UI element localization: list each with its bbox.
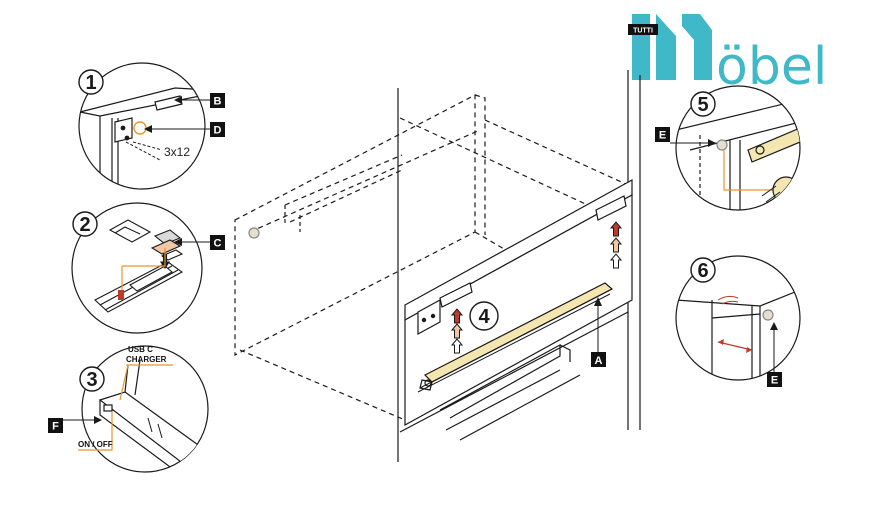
main-cabinet-illustration (234, 70, 641, 462)
lift-arrows-right (609, 221, 623, 269)
step-1-number: 1 (85, 72, 96, 94)
brand-top-word: TUTTI (633, 28, 653, 35)
label-B-text: B (214, 96, 222, 108)
step-5-number: 5 (697, 94, 708, 116)
usb-label-line2: CHARGER (126, 355, 167, 364)
step-4-marker: 4 (469, 301, 499, 331)
screws-annotation: 3x12 (164, 145, 190, 159)
step-6-number: 6 (697, 260, 708, 282)
lift-arrows-left (450, 308, 464, 354)
brand-logo: TUTTI öbel (628, 14, 827, 97)
label-E-bottom-text: E (771, 375, 778, 387)
label-D-text: D (214, 125, 222, 137)
brand-logo-mark (632, 14, 712, 80)
label-F-text: F (52, 421, 59, 433)
step-2-number: 2 (79, 214, 90, 236)
label-E-top-text: E (659, 130, 666, 142)
label-C-text: C (214, 238, 222, 250)
step-3-number: 3 (86, 369, 97, 391)
step-4-number: 4 (478, 306, 490, 328)
usb-label-line1: USB C (128, 345, 153, 354)
step-5-detail: 5 E (655, 85, 801, 211)
switch-label: ON / OFF (78, 440, 113, 449)
label-A-text: A (595, 355, 603, 367)
step-1-detail: 1 3x12 B D (78, 62, 225, 190)
step-3-detail: 3 USB C CHARGER F ON / OFF (48, 345, 209, 473)
step-2-detail: 2 C (71, 202, 225, 334)
label-A: A (591, 297, 606, 367)
brand-tag-bg (628, 24, 658, 35)
step-6-detail: 6 E (675, 255, 801, 387)
